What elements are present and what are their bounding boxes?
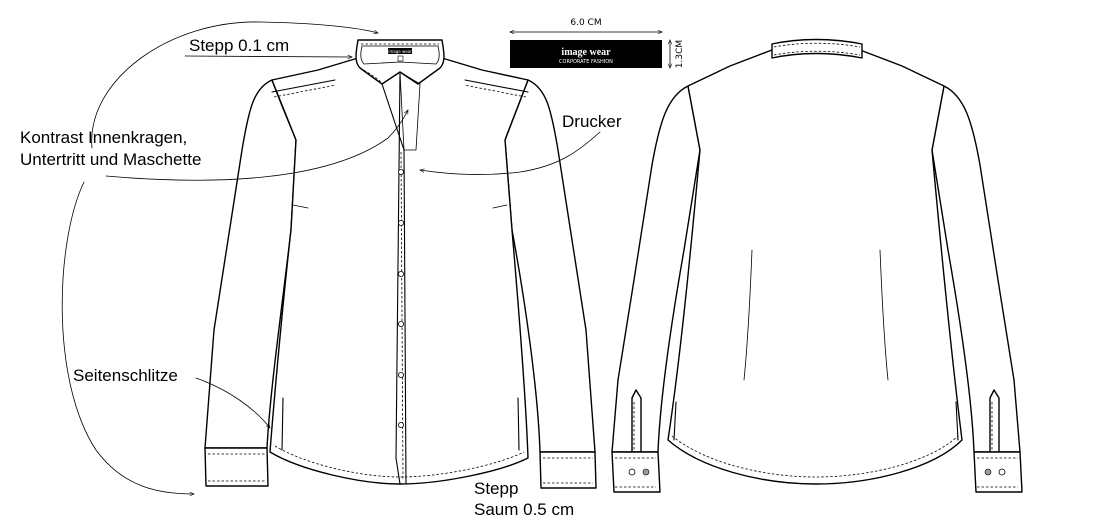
neck-tag — [388, 48, 412, 54]
back-left-cuff — [611, 451, 661, 493]
logo-width-dimension: 6.0 CM — [570, 18, 601, 28]
logo-spec: 6.0 CM image wear CORPORATE FASHION 1.3C… — [510, 18, 685, 68]
label-side-slits: Seitenschlitze — [73, 366, 178, 385]
label-contrast-line1: Kontrast Innenkragen, — [20, 128, 187, 147]
back-right-cuff — [973, 451, 1023, 493]
front-right-cuff — [539, 451, 597, 489]
contrast-inner-collar — [360, 45, 440, 65]
label-collar-stitch: Stepp 0.1 cm — [189, 36, 289, 55]
back-right-sleeve — [931, 85, 1021, 453]
front-left-cuff — [204, 447, 269, 487]
logo-height-dimension: 1.3CM — [675, 40, 685, 68]
back-body — [667, 49, 963, 485]
label-contrast-line2: Untertritt und Maschette — [20, 150, 201, 169]
neck-tag-text: image wear — [388, 49, 412, 54]
annotations: Stepp 0.1 cm Kontrast Innenkragen, Unter… — [20, 21, 622, 519]
back-collar — [771, 38, 863, 59]
contrast-underlap — [399, 71, 421, 151]
logo-label — [510, 40, 662, 68]
front-right-sleeve — [504, 79, 596, 453]
back-left-sleeve — [611, 85, 701, 453]
label-drucker: Drucker — [562, 112, 622, 131]
shirt-back-view — [611, 38, 1023, 493]
label-hem-line2: Saum 0.5 cm — [474, 500, 574, 519]
logo-tagline-text: CORPORATE FASHION — [559, 59, 613, 65]
label-hem-line1: Stepp — [474, 479, 518, 498]
shirt-front-view: image wear — [204, 39, 597, 489]
front-buttons — [397, 168, 404, 428]
logo-brand-text: image wear — [561, 47, 611, 58]
